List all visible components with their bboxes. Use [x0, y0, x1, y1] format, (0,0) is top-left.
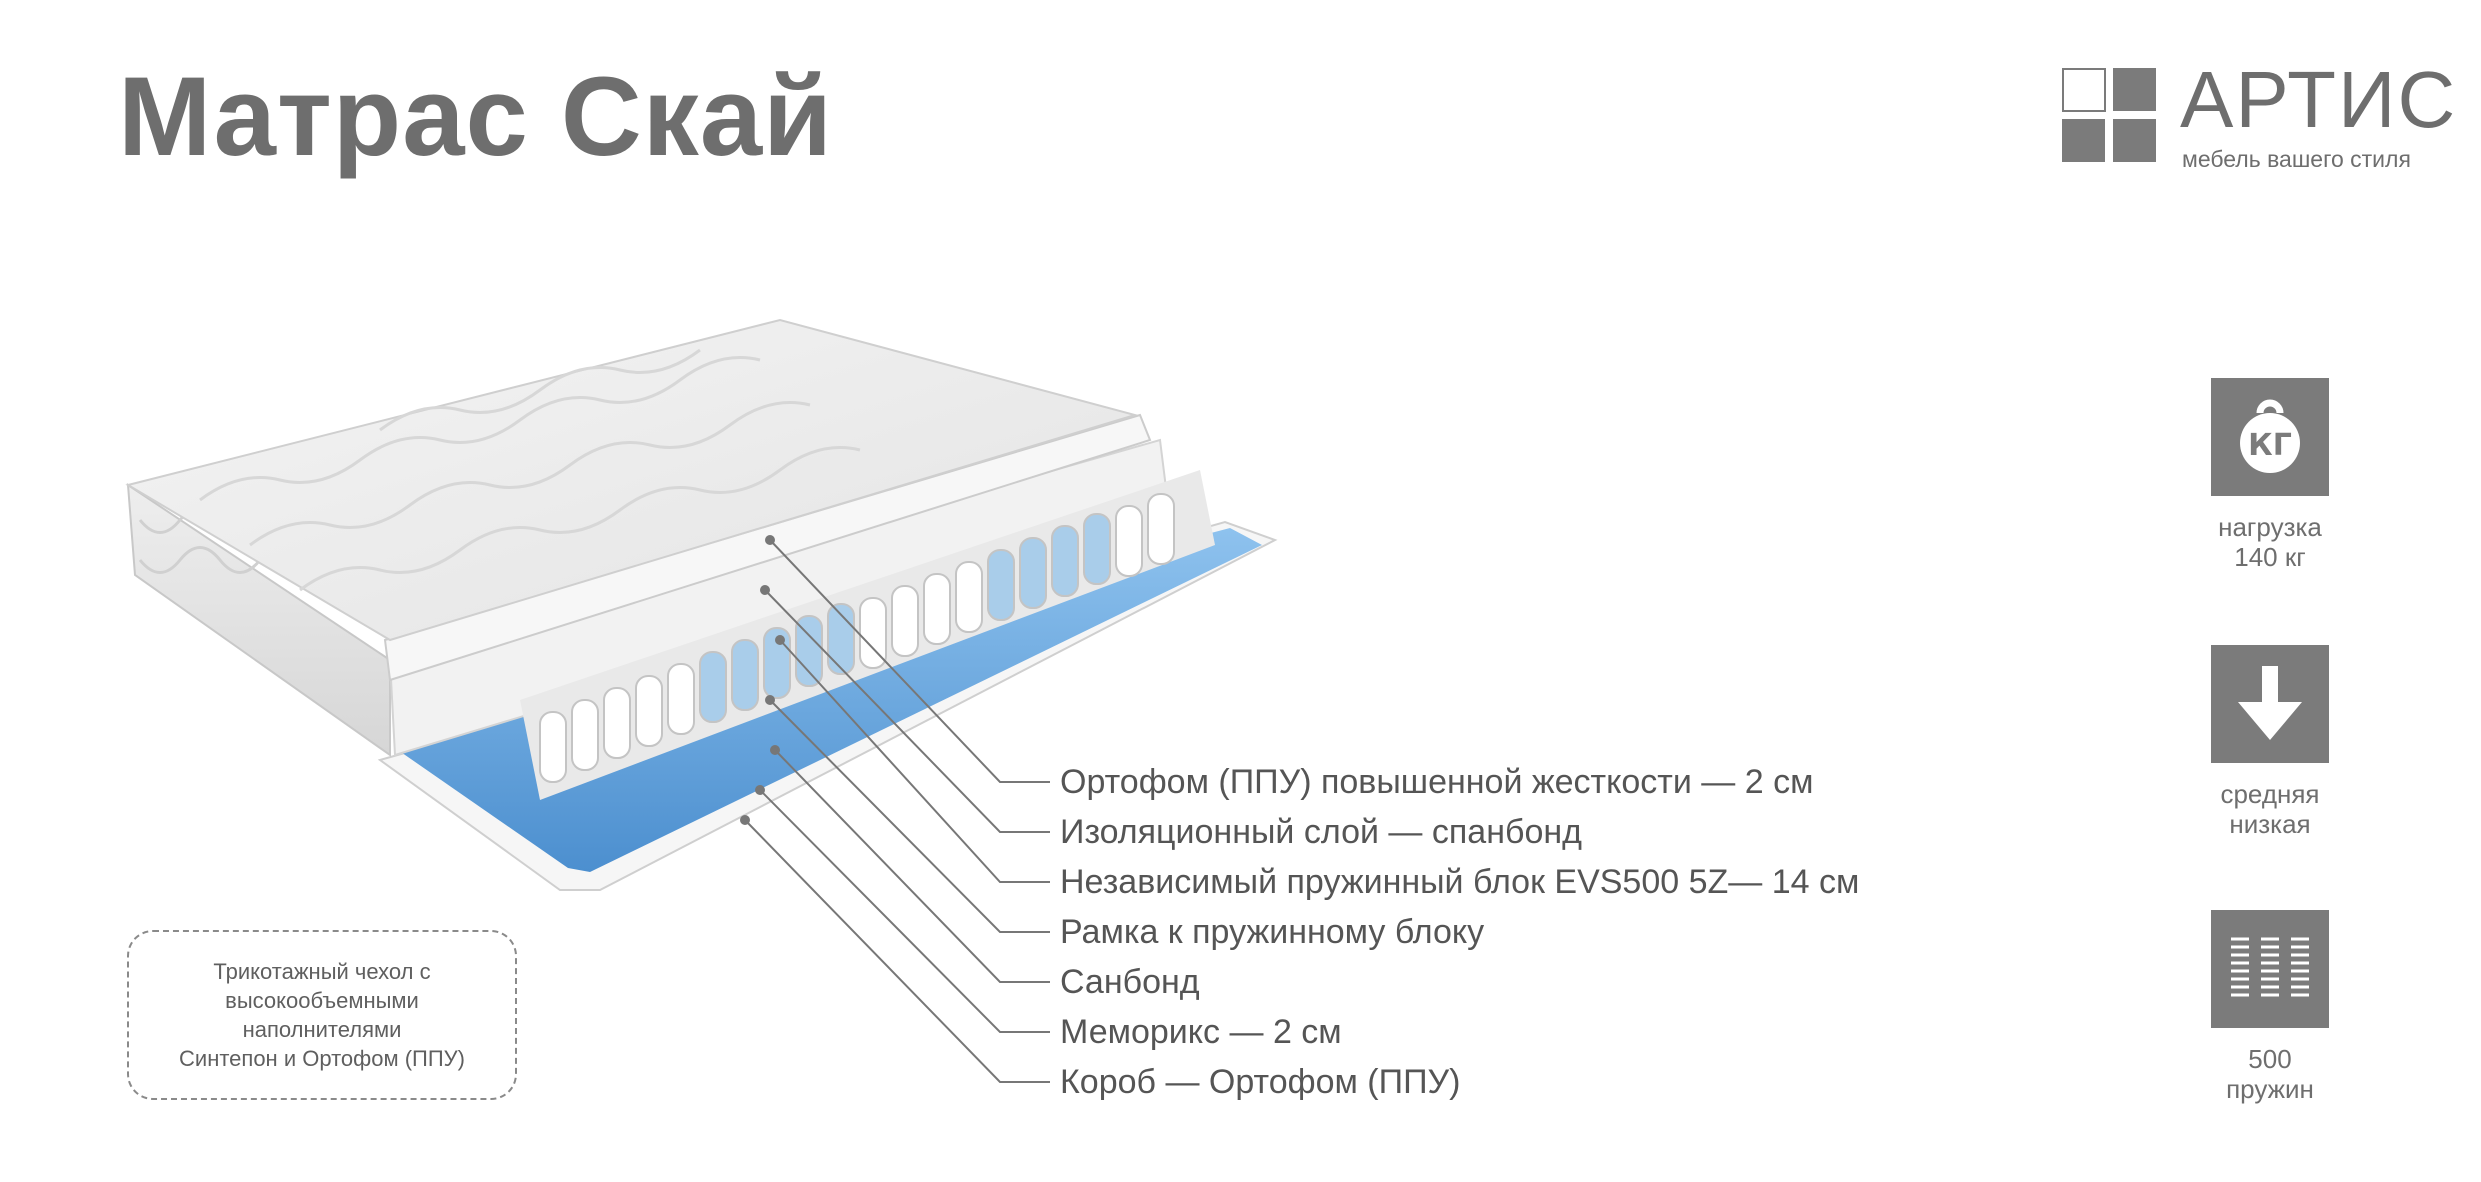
feature-label-line: нагрузка [2218, 512, 2322, 542]
leader-lines [740, 535, 1050, 1083]
cover-note-line: Синтепон и Ортофом (ППУ) [179, 1046, 465, 1071]
layer-label: Изоляционный слой — спанбонд [1060, 813, 1582, 851]
cover-note: Трикотажный чехол с высокообъемными напо… [127, 930, 517, 1100]
cover-note-line: высокообъемными [225, 988, 419, 1013]
logo-tagline: мебель вашего стиля [2182, 146, 2411, 172]
feature-label: средняя низкая [2180, 779, 2360, 839]
feature-label: 500 пружин [2180, 1044, 2360, 1104]
spring-coils [539, 493, 1175, 783]
feature-firmness: средняя низкая [2180, 645, 2360, 839]
feature-label-line: 500 [2248, 1044, 2292, 1074]
layer-label: Ортофом (ППУ) повышенной жесткости — 2 с… [1060, 763, 1814, 801]
logo-brand-name: АРТИС [2180, 55, 2458, 144]
feature-label: нагрузка 140 кг [2180, 512, 2360, 572]
layer-label: Санбонд [1060, 963, 1200, 1001]
kg-icon-text: КГ [2248, 428, 2292, 463]
arrow-down-icon [2211, 645, 2329, 763]
feature-label-line: 140 кг [2234, 542, 2306, 572]
layer-label: Короб — Ортофом (ППУ) [1060, 1063, 1461, 1101]
layer-label: Независимый пружинный блок EVS500 5Z— 14… [1060, 863, 1860, 901]
logo-squares-icon [2062, 68, 2156, 162]
feature-springs: 500 пружин [2180, 910, 2360, 1104]
kg-weight-icon: КГ [2211, 378, 2329, 496]
layer-label: Меморикс — 2 см [1060, 1013, 1342, 1051]
cover-note-line: Трикотажный чехол с [213, 959, 431, 984]
brand-logo: АРТИС мебель вашего стиля [2062, 60, 2455, 178]
feature-label-line: низкая [2229, 809, 2311, 839]
cover-note-line: наполнителями [242, 1017, 402, 1042]
feature-load: КГ нагрузка 140 кг [2180, 378, 2360, 572]
page-title: Матрас Скай [118, 54, 833, 179]
feature-label-line: пружин [2226, 1074, 2314, 1104]
springs-icon [2211, 910, 2329, 1028]
feature-label-line: средняя [2220, 779, 2320, 809]
layer-label: Рамка к пружинному блоку [1060, 913, 1485, 951]
